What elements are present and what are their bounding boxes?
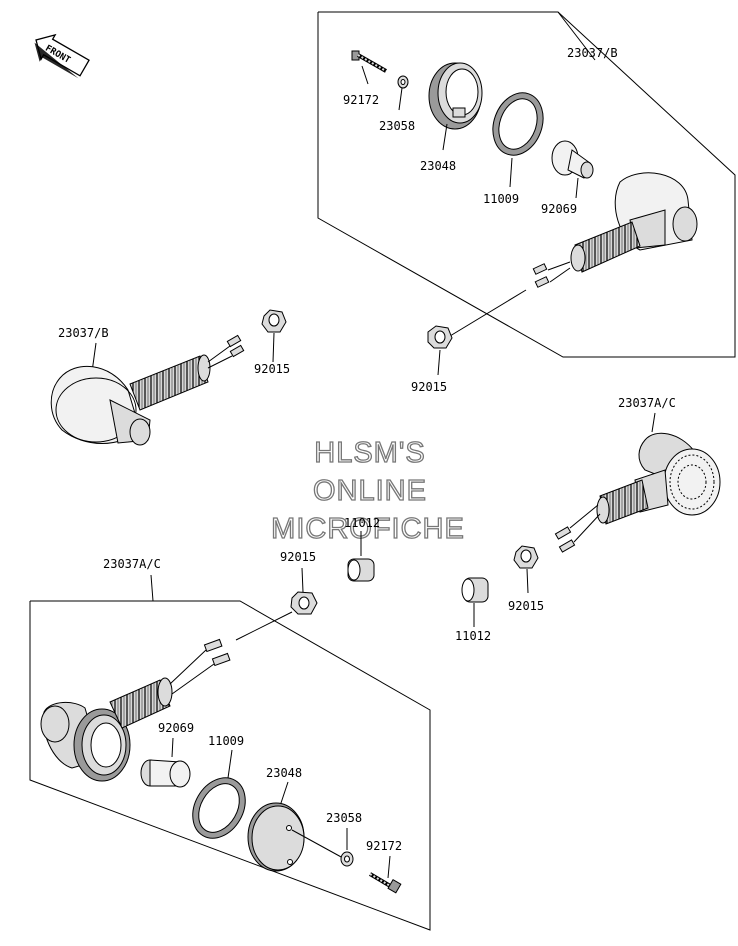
label-bolt-top: 92172 xyxy=(343,93,379,107)
washer-bottom xyxy=(340,828,354,867)
damper-center xyxy=(347,531,375,582)
nut-center-upper xyxy=(427,325,453,376)
lens-bottom xyxy=(247,781,344,872)
label-front-left-assembly: 23037A/C xyxy=(103,557,161,571)
lower-group-frame xyxy=(29,574,431,931)
label-nut-center-upper: 92015 xyxy=(411,380,447,394)
label-nut-left-upper: 92015 xyxy=(254,362,290,376)
lens-top xyxy=(428,62,483,151)
label-nut-lower-left: 92015 xyxy=(280,550,316,564)
label-bulb-top: 92069 xyxy=(541,202,577,216)
signal-rear-left xyxy=(50,334,245,446)
bolt-bottom xyxy=(368,855,402,894)
label-rear-right-assembly: 23037/B xyxy=(567,46,618,60)
bulb-bottom xyxy=(140,737,191,788)
front-arrow-icon: FRONT xyxy=(34,33,90,79)
label-bulb-bottom: 92069 xyxy=(158,721,194,735)
signal-front-right xyxy=(554,432,721,553)
watermark-line-3: MICROFICHE xyxy=(271,513,465,545)
label-rear-left-assembly: 23037/B xyxy=(58,326,109,340)
watermark-line-1: HLSM'S xyxy=(314,437,425,469)
label-bolt-bottom: 92172 xyxy=(366,839,402,853)
damper-right xyxy=(461,577,489,627)
label-damper-center: 11012 xyxy=(344,516,380,530)
label-damper-right: 11012 xyxy=(455,629,491,643)
watermark: HLSM'S ONLINE MICROFICHE xyxy=(271,436,465,545)
nut-left-upper xyxy=(261,309,287,363)
label-washer-bottom: 23058 xyxy=(326,811,362,825)
bolt-top xyxy=(351,50,387,85)
label-lens-bottom: 23048 xyxy=(266,766,302,780)
label-lens-top: 23048 xyxy=(420,159,456,173)
signal-rear-right xyxy=(532,172,698,288)
washer-top xyxy=(397,75,409,111)
gasket-top xyxy=(492,92,544,188)
nut-right xyxy=(513,545,539,594)
label-nut-right: 92015 xyxy=(508,599,544,613)
bulb-top xyxy=(551,140,594,199)
watermark-line-2: ONLINE xyxy=(313,475,427,507)
label-washer-top: 23058 xyxy=(379,119,415,133)
upper-group-frame xyxy=(317,11,736,358)
label-gasket-bottom: 11009 xyxy=(208,734,244,748)
label-gasket-top: 11009 xyxy=(483,192,519,206)
nut-lower-left xyxy=(235,567,318,641)
label-front-right-assembly: 23037A/C xyxy=(618,396,676,410)
signal-front-left xyxy=(40,638,231,782)
gasket-bottom xyxy=(192,749,246,839)
